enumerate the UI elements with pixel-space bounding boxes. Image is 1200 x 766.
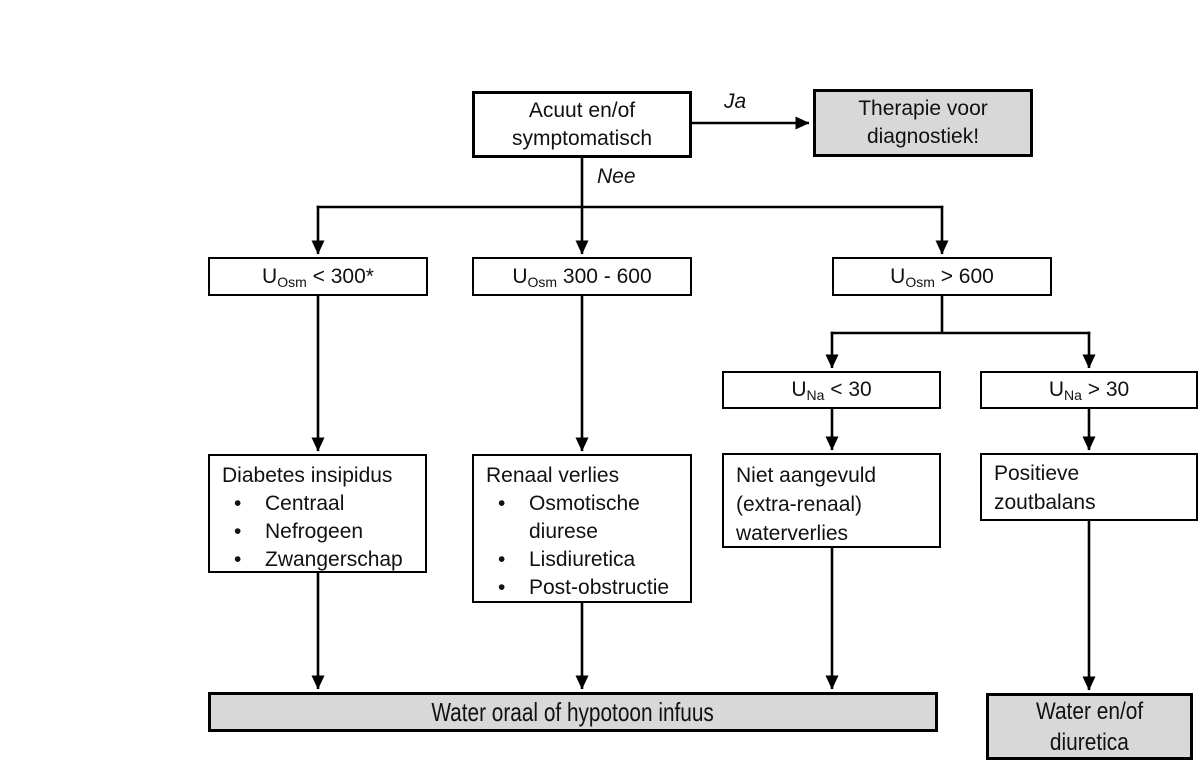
extrarenal-line1: Niet aangevuld [736,464,877,487]
node-diabetes-insipidus: Diabetes insipidus • Centraal • Nefrogee… [208,454,427,573]
node-renaal-verlies: Renaal verlies • Osmotische diurese • Li… [472,454,692,603]
uosm-high-subscript: Osm [905,273,935,290]
diabetes-bullet-3: • Zwangerschap [222,546,419,574]
uosm-high-condition: UOsm > 600 [890,264,994,290]
bullet-icon: • [498,492,506,515]
diabetes-bullet-2: • Nefrogeen [222,518,419,546]
node-uosm-low: UOsm < 300* [208,257,428,296]
bullet-icon: • [234,492,242,515]
uosm-mid-condition: UOsm 300 - 600 [512,264,652,290]
bullet-icon: • [498,548,506,571]
node-uosm-high: UOsm > 600 [832,257,1052,296]
uosm-mid-subscript: Osm [527,273,558,290]
node-outcome-water: Water oraal of hypotoon infuus [208,692,938,732]
edge-label-nee: Nee [597,165,636,188]
edge-label-ja: Ja [724,90,747,113]
uosm-low-condition: UOsm < 300* [262,264,374,290]
node-acute-decision: Acuut en/of symptomatisch [472,91,692,158]
diabetes-title: Diabetes insipidus [222,464,393,487]
outcome-diuretics-line1: Water en/of [1035,697,1144,725]
renal-title: Renaal verlies [486,464,620,487]
saltbalance-line2: zoutbalans [994,491,1096,514]
outcome-diuretics-line2: diuretica [1050,728,1129,756]
renal-bullet-3: • Post-obstructie [486,574,684,602]
renal-bullet-1: • Osmotische diurese [486,490,684,546]
renal-bullet-2: • Lisdiuretica [486,546,684,574]
node-positive-saltbalance: Positieve zoutbalans [980,453,1198,521]
node-acute-decision-line1: Acuut en/of [528,98,636,122]
una-high-subscript: Na [1063,386,1082,403]
node-una-high: UNa > 30 [980,371,1198,409]
node-outcome-diuretics: Water en/of diuretica [986,693,1193,760]
node-una-low: UNa < 30 [722,371,941,409]
node-uosm-mid: UOsm 300 - 600 [472,257,692,296]
node-extrarenal-waterloss: Niet aangevuld (extra-renaal) waterverli… [722,453,941,548]
una-low-subscript: Na [806,386,825,403]
diabetes-bullet-1: • Centraal [222,490,419,518]
uosm-low-subscript: Osm [277,273,307,290]
node-therapy-line1: Therapie voor [858,97,988,120]
node-acute-decision-line2: symptomatisch [511,126,653,150]
extrarenal-line3: waterverlies [736,522,849,545]
una-low-condition: UNa < 30 [791,378,872,403]
extrarenal-line2: (extra-renaal) [736,493,863,516]
outcome-water-label: Water oraal of hypotoon infuus [431,697,715,727]
bullet-icon: • [498,576,506,599]
saltbalance-line1: Positieve [994,462,1080,485]
node-therapy-line2: diagnostiek! [866,125,980,148]
bullet-icon: • [234,520,242,543]
una-high-condition: UNa > 30 [1048,378,1130,403]
bullet-icon: • [234,548,242,571]
node-therapy: Therapie voor diagnostiek! [813,89,1033,157]
